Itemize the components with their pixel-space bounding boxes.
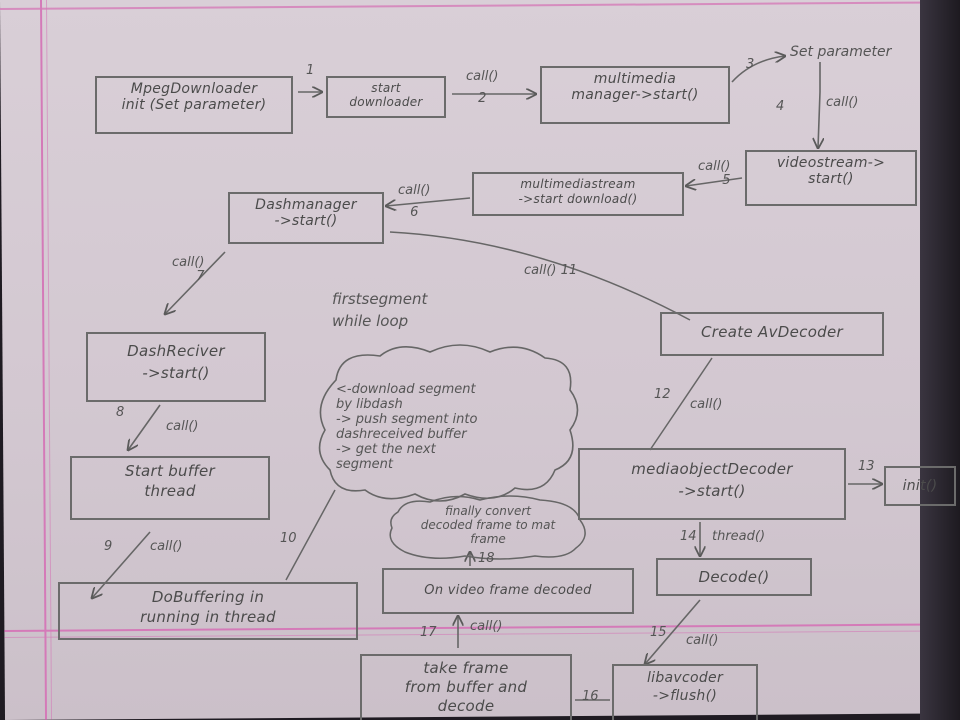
edge-8 [128, 404, 161, 450]
edge-5 [686, 177, 743, 186]
dash-manager-start-node: Dashmanager ->start() [228, 192, 384, 244]
take-frame-node: take frame from buffer and decode [360, 654, 572, 720]
edge-label-12-call: call() [690, 397, 723, 412]
edge-label-4-call: call() [826, 95, 859, 110]
create-avdecoder-node: Create AvDecoder [660, 312, 884, 356]
edge-label-3: 3 [746, 57, 755, 72]
edge-11 [389, 231, 691, 321]
edge-label-9: 9 [104, 539, 113, 554]
edge-label-1: 1 [306, 63, 315, 78]
start-buffer-thread-node: Start buffer thread [70, 456, 270, 520]
edge-label-15: 15 [650, 625, 667, 640]
libavcoder-flush-node: libavcoder ->flush() [612, 664, 758, 720]
edge-label-8-call: call() [166, 419, 199, 434]
on-video-frame-decoded-node: On video frame decoded [382, 568, 634, 614]
edge-label-12: 12 [654, 387, 671, 402]
decode-node: Decode() [656, 558, 812, 596]
edge-7 [165, 251, 226, 314]
edge-label-7: call() 7 [172, 255, 205, 284]
mpeg-downloader-init-node: MpegDownloader init (Set parameter) [95, 76, 293, 134]
download-segment-cloud [318, 344, 579, 502]
edge-label-18: 18 [478, 551, 495, 566]
finally-convert-cloud [389, 495, 586, 560]
finally-convert-label: finally convert decoded frame to mat fra… [420, 504, 556, 546]
edge-label-10: 10 [280, 531, 297, 546]
edge-label-6: call() 6 [398, 183, 431, 220]
edge-3 [731, 56, 785, 83]
edge-label-11: call() 11 [524, 263, 578, 278]
edge-label-17: 17 [420, 625, 437, 640]
multimedia-manager-start-node: multimedia manager->start() [540, 66, 730, 124]
edge-label-5: call() 5 [698, 159, 731, 188]
edge-label-16: 16 [582, 689, 599, 704]
edge-label-17-call: call() [470, 619, 503, 634]
videostream-start-node: videostream-> start() [745, 150, 917, 206]
edge-label-14: 14 [680, 529, 697, 544]
edge-4 [818, 62, 820, 148]
start-downloader-node: start downloader [326, 76, 446, 118]
edge-label-14-thread: thread() [712, 529, 766, 544]
edge-15 [645, 599, 701, 664]
dash-receiver-start-node: DashReciver ->start() [86, 332, 266, 402]
edge-10 [285, 489, 336, 581]
edge-label-13: 13 [858, 459, 875, 474]
do-buffering-node: DoBuffering in running in thread [58, 582, 358, 640]
init-node: init() [884, 466, 956, 506]
edge-label-15-call: call() [686, 633, 719, 648]
set-parameter-label: Set parameter [790, 44, 892, 60]
edge-label-2: call() 2 [466, 69, 499, 106]
edge-label-8: 8 [116, 405, 125, 420]
mediaobject-decoder-start-node: mediaobjectDecoder ->start() [578, 448, 846, 520]
edge-label-4: 4 [776, 99, 785, 114]
background-fabric [920, 0, 960, 720]
firstsegment-while-loop-label: firstsegment while loop [332, 290, 428, 330]
edge-9 [92, 531, 151, 598]
edge-12 [649, 357, 713, 451]
edge-label-9-call: call() [150, 539, 183, 554]
download-segment-note: <-download segment by libdash -> push se… [336, 382, 478, 472]
edge-6 [386, 197, 471, 206]
multimediastream-start-download-node: multimediastream ->start download() [472, 172, 684, 216]
